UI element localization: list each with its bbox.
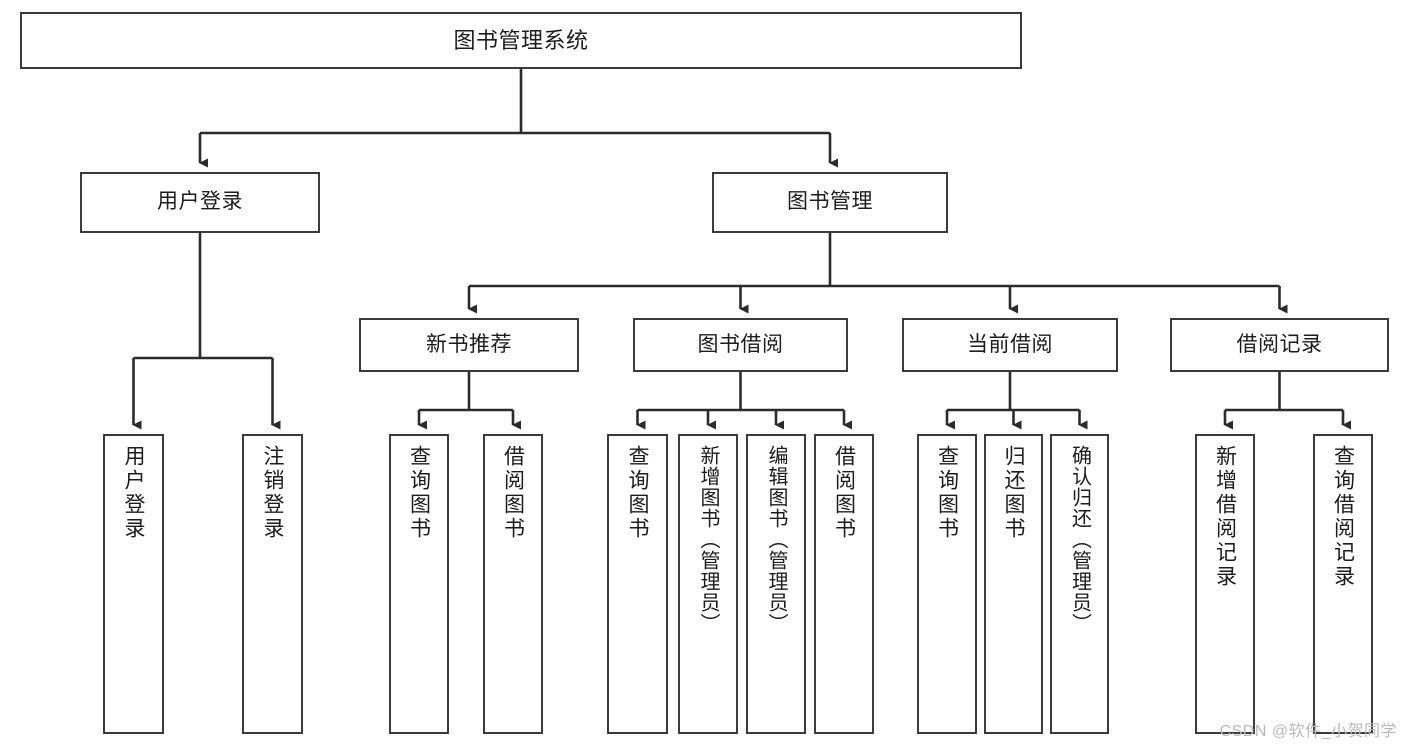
node-leaf-confirm-return[interactable]: 确认归还（管理员）	[1050, 434, 1109, 734]
node-leaf-logout[interactable]: 注销登录	[242, 434, 303, 734]
node-label-new-book-recommend: 新书推荐	[426, 332, 512, 356]
node-label-leaf-borrow-book-1: 借阅图书	[501, 445, 525, 541]
node-leaf-query-book-1[interactable]: 查询图书	[389, 434, 449, 734]
node-label-leaf-add-record: 新增借阅记录	[1213, 445, 1237, 589]
node-label-leaf-logout: 注销登录	[261, 445, 284, 541]
node-leaf-borrow-book-1[interactable]: 借阅图书	[483, 434, 543, 734]
node-leaf-add-book[interactable]: 新增图书（管理员）	[678, 434, 738, 734]
node-label-leaf-user-login: 用户登录	[122, 445, 145, 541]
node-leaf-user-login[interactable]: 用户登录	[103, 434, 164, 734]
node-label-leaf-add-book: 新增图书（管理员）	[697, 445, 719, 634]
node-root[interactable]: 图书管理系统	[20, 12, 1022, 69]
node-leaf-query-book-2[interactable]: 查询图书	[607, 434, 668, 734]
node-label-leaf-query-book-2: 查询图书	[626, 445, 649, 541]
node-leaf-query-record[interactable]: 查询借阅记录	[1313, 434, 1373, 734]
node-label-book-management: 图书管理	[787, 190, 873, 214]
node-book-borrow[interactable]: 图书借阅	[633, 318, 848, 372]
node-label-leaf-query-book-3: 查询图书	[935, 445, 959, 541]
node-label-leaf-return-book: 归还图书	[1002, 445, 1025, 541]
node-label-root: 图书管理系统	[453, 27, 589, 53]
node-label-current-borrow: 当前借阅	[967, 332, 1053, 356]
node-label-borrow-record: 借阅记录	[1236, 332, 1323, 356]
node-book-management[interactable]: 图书管理	[712, 172, 948, 233]
node-leaf-query-book-3[interactable]: 查询图书	[917, 434, 977, 734]
node-borrow-record[interactable]: 借阅记录	[1170, 318, 1389, 372]
node-label-leaf-edit-book: 编辑图书（管理员）	[765, 445, 787, 634]
node-new-book-recommend[interactable]: 新书推荐	[359, 318, 579, 372]
node-label-leaf-query-book-1: 查询图书	[407, 445, 431, 541]
node-label-user-login: 用户登录	[157, 190, 243, 214]
node-label-leaf-borrow-book-2: 借阅图书	[832, 445, 856, 541]
node-leaf-edit-book[interactable]: 编辑图书（管理员）	[746, 434, 806, 734]
node-leaf-borrow-book-2[interactable]: 借阅图书	[814, 434, 874, 734]
node-label-leaf-confirm-return: 确认归还（管理员）	[1068, 445, 1091, 634]
watermark-label: CSDN @软件_小贺同学	[1219, 723, 1397, 740]
node-leaf-add-record[interactable]: 新增借阅记录	[1195, 434, 1255, 734]
node-label-book-borrow: 图书借阅	[697, 332, 784, 356]
node-user-login[interactable]: 用户登录	[80, 172, 320, 233]
node-current-borrow[interactable]: 当前借阅	[902, 318, 1118, 372]
node-label-leaf-query-record: 查询借阅记录	[1331, 445, 1355, 589]
node-leaf-return-book[interactable]: 归还图书	[984, 434, 1043, 734]
